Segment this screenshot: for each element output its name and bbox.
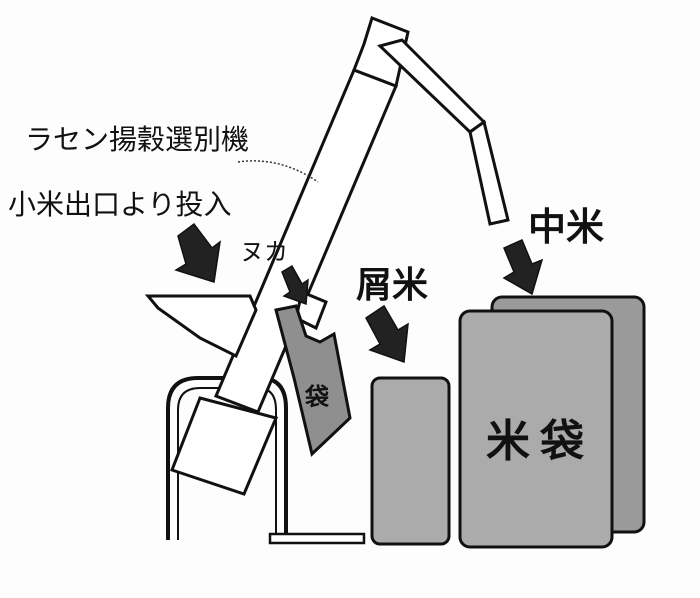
broken-rice-arrow: [365, 304, 409, 364]
input-arrow: [174, 222, 222, 283]
machine-base-rail: [268, 532, 366, 545]
machine-bottom-box: [170, 396, 279, 496]
machine-top-cap: [352, 16, 410, 89]
broken-rice-label: 屑米: [356, 265, 429, 306]
input-hopper: [144, 294, 258, 359]
bran-arrow: [281, 264, 309, 306]
broken-rice-bag: [370, 376, 451, 546]
rice-bag-label: 米袋: [486, 416, 594, 467]
machine-label: ラセン揚穀選別機: [25, 123, 250, 156]
middle-rice-chute: [468, 119, 510, 226]
small-bag-label: 袋: [305, 383, 329, 411]
bran-small-bag: [274, 304, 352, 457]
rice-bag-front: [458, 309, 614, 549]
input-label: 小米出口より投入: [8, 188, 232, 221]
middle-rice-label: 中米: [528, 205, 605, 249]
machine-leader-line: [237, 160, 319, 183]
middle-rice-arrow: [502, 239, 544, 296]
bran-label: ヌカ: [240, 238, 288, 266]
